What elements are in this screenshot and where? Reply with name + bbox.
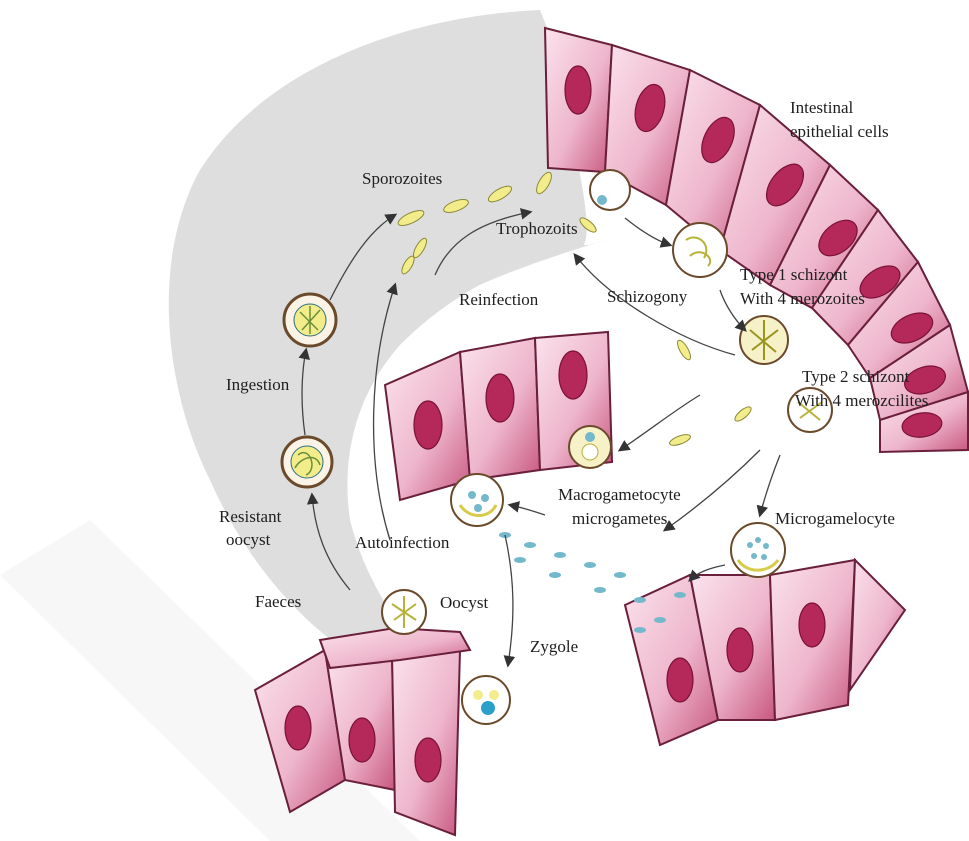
epithelium-middle bbox=[385, 332, 612, 500]
microgamelocyte-vacuole bbox=[731, 523, 785, 577]
label-schizogony: Schizogony bbox=[607, 287, 688, 306]
trophozoite-vacuole bbox=[590, 170, 630, 210]
label-sporozoites: Sporozoites bbox=[362, 169, 442, 188]
type1-schizont-vacuole bbox=[673, 223, 727, 277]
label-oocyst: Oocyst bbox=[440, 593, 488, 612]
label-macrogametocyte: Macrogametocyte bbox=[558, 485, 681, 504]
label-type1-schizont: Type 1 schizont bbox=[740, 265, 848, 284]
label-microgametes: microgametes bbox=[572, 509, 667, 528]
label-resistant: Resistant bbox=[219, 507, 282, 526]
oocyst-bottom bbox=[382, 590, 426, 634]
label-ingestion: Ingestion bbox=[226, 375, 290, 394]
resistant-oocyst bbox=[282, 437, 332, 487]
microgamete-vacuole bbox=[451, 474, 503, 526]
oocyst-top bbox=[284, 294, 336, 346]
epithelium-bottom-right bbox=[625, 560, 905, 745]
label-oocyst-resistant: oocyst bbox=[226, 530, 271, 549]
label-autoinfection: Autoinfection bbox=[355, 533, 450, 552]
label-type1-merozoites: With 4 merozoites bbox=[740, 289, 865, 308]
label-trophozoits: Trophozoits bbox=[496, 219, 578, 238]
label-type2-schizont: Type 2 schizont bbox=[802, 367, 910, 386]
intestinal-lumen bbox=[169, 10, 587, 650]
label-zygole: Zygole bbox=[530, 637, 578, 656]
label-faeces: Faeces bbox=[255, 592, 301, 611]
label-reinfection: Reinfection bbox=[459, 290, 539, 309]
microgametes-scatter bbox=[499, 532, 686, 633]
label-intestinal: Intestinal bbox=[790, 98, 854, 117]
zygote-vacuole bbox=[462, 676, 510, 724]
label-type2-merozoites: With 4 merozcilites bbox=[795, 391, 928, 410]
label-epithelial-cells: epithelial cells bbox=[790, 122, 889, 141]
label-microgamelocyte: Microgamelocyte bbox=[775, 509, 895, 528]
type2-schizont-vacuole bbox=[740, 316, 788, 364]
macrogametocyte-vacuole bbox=[569, 426, 611, 468]
